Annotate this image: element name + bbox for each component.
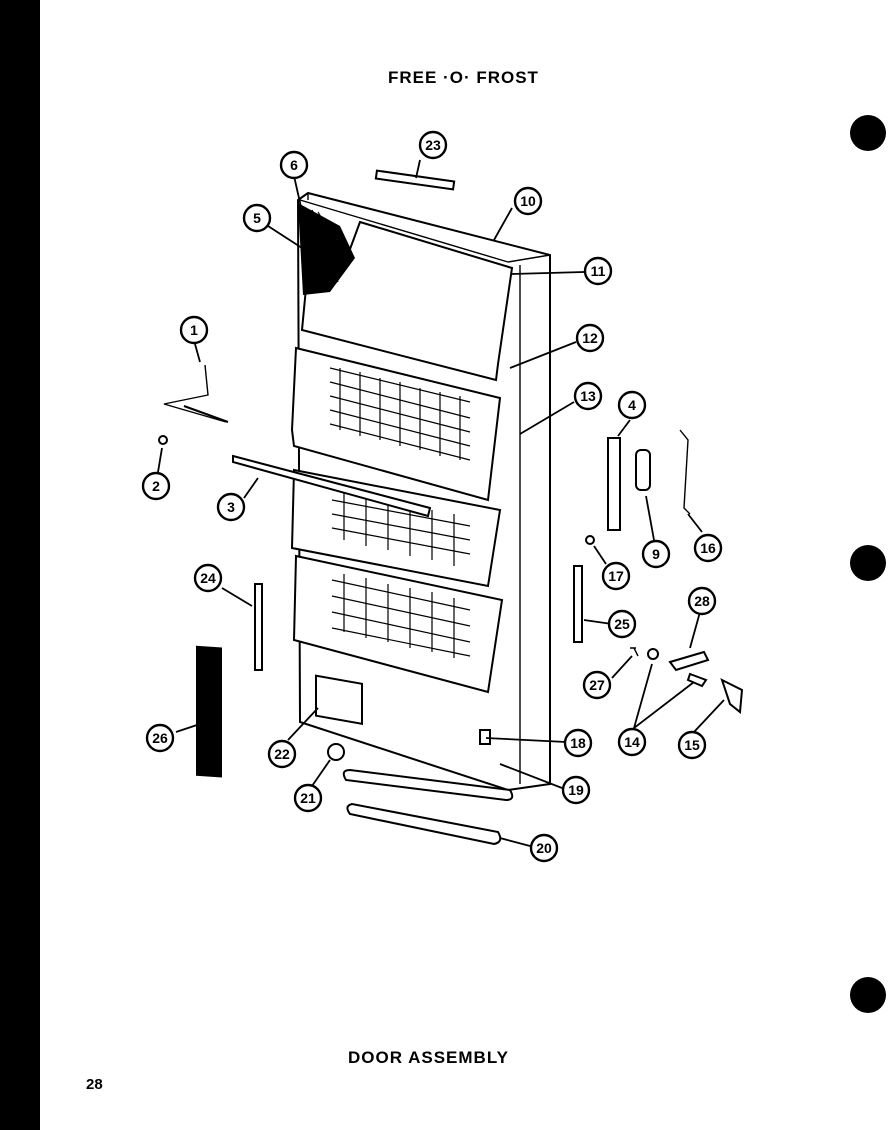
callout-4: 4 <box>617 390 647 420</box>
callout-20: 20 <box>529 833 559 863</box>
callout-label: 4 <box>628 397 636 413</box>
callout-1: 1 <box>179 315 209 345</box>
callout-10: 10 <box>513 186 543 216</box>
callout-label: 23 <box>425 137 441 153</box>
callout-18: 18 <box>563 728 593 758</box>
callout-22: 22 <box>267 739 297 769</box>
leader-lines <box>157 159 725 847</box>
callout-27: 27 <box>582 670 612 700</box>
callout-label: 21 <box>300 790 316 806</box>
callout-2: 2 <box>141 471 171 501</box>
callout-label: 10 <box>520 193 536 209</box>
binder-hole <box>850 115 886 151</box>
callout-11: 11 <box>583 256 613 286</box>
dairy-door <box>298 203 514 382</box>
callout-label: 14 <box>624 734 640 750</box>
callout-28: 28 <box>687 586 717 616</box>
callout-6: 6 <box>279 150 309 180</box>
callout-label: 17 <box>608 568 624 584</box>
binder-hole <box>850 545 886 581</box>
door-shelf-upper <box>290 346 502 502</box>
diagram-title: FREE ·O· FROST <box>388 68 539 87</box>
callout-5: 5 <box>242 203 272 233</box>
callout-14: 14 <box>617 727 647 757</box>
loose-parts <box>158 169 744 778</box>
callout-label: 13 <box>580 388 596 404</box>
door-shelf-middle <box>290 468 502 588</box>
diagram-caption: DOOR ASSEMBLY <box>348 1048 509 1067</box>
callout-21: 21 <box>293 783 323 813</box>
callout-label: 2 <box>152 478 160 494</box>
callout-label: 12 <box>582 330 598 346</box>
callout-19: 19 <box>561 775 591 805</box>
callout-label: 22 <box>274 746 290 762</box>
callout-label: 25 <box>614 616 630 632</box>
callout-label: 26 <box>152 730 168 746</box>
callout-26: 26 <box>145 723 175 753</box>
callout-9: 9 <box>641 539 671 569</box>
callout-13: 13 <box>573 381 603 411</box>
callout-label: 15 <box>684 737 700 753</box>
callout-label: 20 <box>536 840 552 856</box>
callout-label: 3 <box>227 499 235 515</box>
callout-label: 19 <box>568 782 584 798</box>
binder-hole <box>850 977 886 1013</box>
callout-label: 18 <box>570 735 586 751</box>
callout-label: 28 <box>694 593 710 609</box>
callout-label: 27 <box>589 677 605 693</box>
callout-label: 16 <box>700 540 716 556</box>
callout-label: 1 <box>190 322 198 338</box>
callout-24: 24 <box>193 563 223 593</box>
callout-label: 6 <box>290 157 298 173</box>
door-shelf-lower <box>292 554 504 694</box>
page-number: 28 <box>86 1076 103 1093</box>
callout-3: 3 <box>216 492 246 522</box>
callout-25: 25 <box>607 609 637 639</box>
callout-15: 15 <box>677 730 707 760</box>
callout-16: 16 <box>693 533 723 563</box>
callout-17: 17 <box>601 561 631 591</box>
callout-label: 9 <box>652 546 660 562</box>
callout-12: 12 <box>575 323 605 353</box>
callout-label: 24 <box>200 570 216 586</box>
callout-23: 23 <box>418 130 448 160</box>
door-bottom <box>315 674 514 846</box>
callout-label: 11 <box>591 263 606 279</box>
callout-label: 5 <box>253 210 261 226</box>
